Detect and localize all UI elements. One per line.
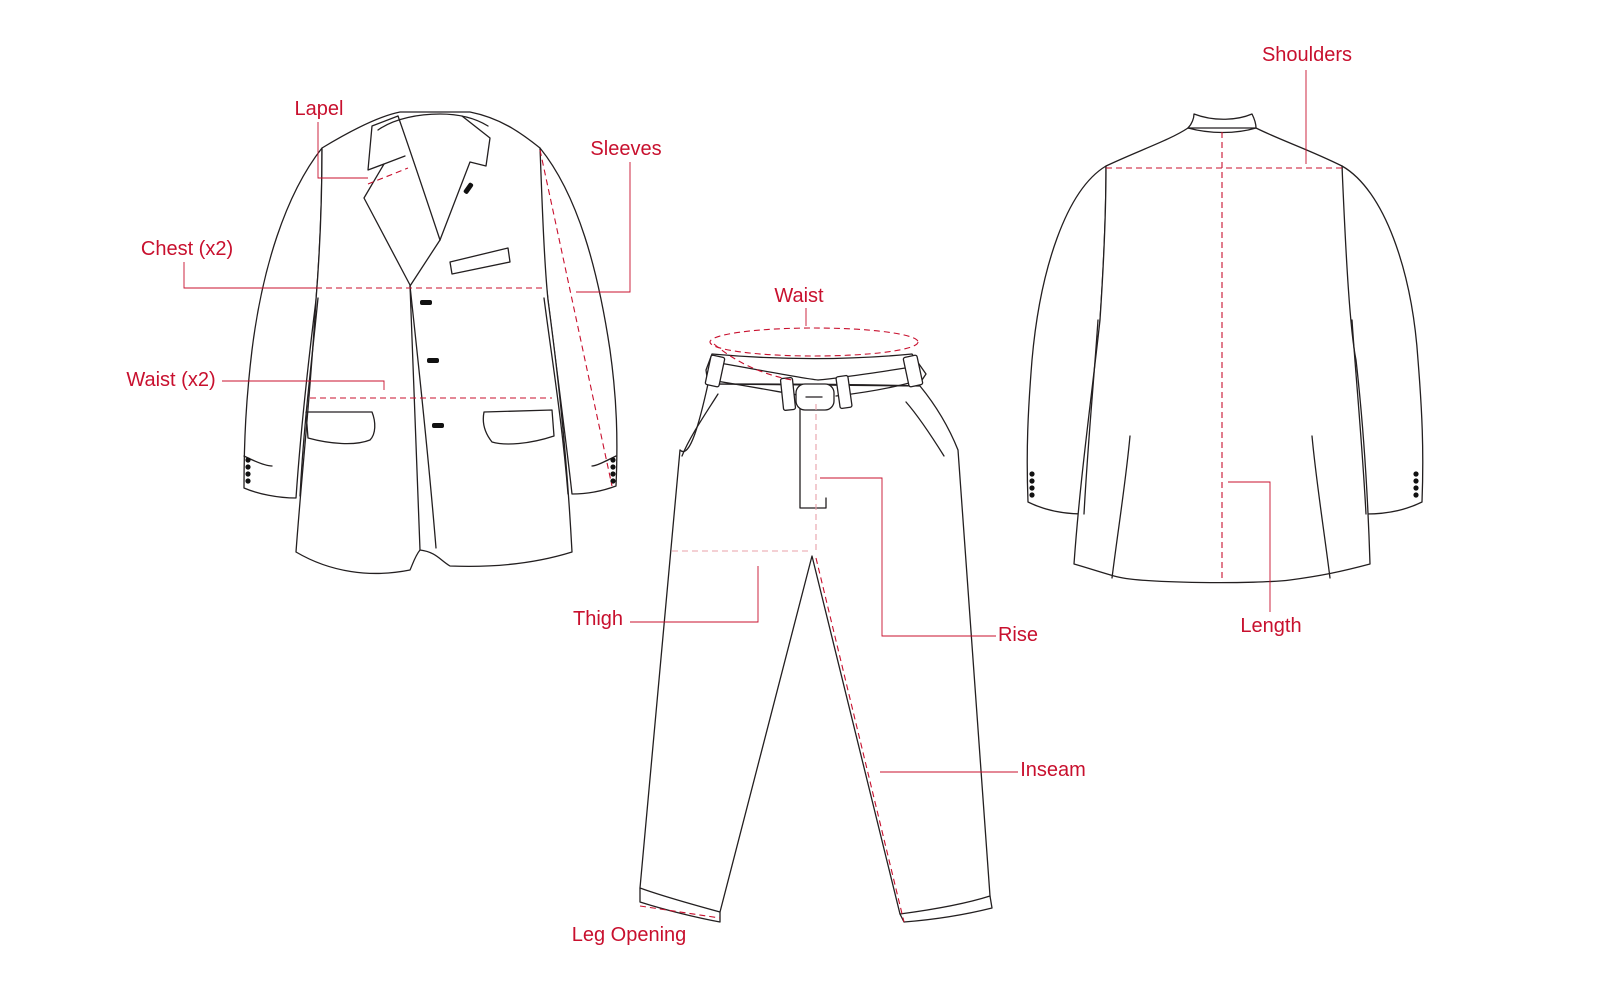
rise-leader bbox=[820, 477, 996, 637]
jacket-back-right-cuff-buttons bbox=[1413, 471, 1419, 498]
jacket-front bbox=[243, 111, 618, 575]
pants-belt-loop bbox=[704, 354, 726, 388]
pants-left-pocket bbox=[681, 393, 719, 457]
lapel-measure-line bbox=[367, 167, 409, 185]
jacket-front-left-pocket bbox=[305, 411, 376, 445]
jacket-left-cuff-buttons bbox=[245, 457, 251, 484]
lapel-leader bbox=[317, 122, 368, 179]
jacket-front-right-pocket bbox=[482, 409, 555, 445]
inseam-measure-line bbox=[815, 557, 905, 923]
jacket-back-left-cuff-buttons bbox=[1029, 471, 1035, 498]
rise-label: Rise bbox=[998, 624, 1038, 646]
pants-right-pocket bbox=[905, 401, 945, 457]
chest-label: Chest (x2) bbox=[141, 238, 233, 260]
pants bbox=[639, 353, 993, 923]
sleeves-leader bbox=[576, 162, 631, 293]
waist-pants-label: Waist bbox=[774, 285, 824, 307]
sleeves-label: Sleeves bbox=[590, 138, 661, 160]
chest-leader bbox=[183, 262, 316, 289]
jacket-button-2 bbox=[427, 358, 439, 363]
thigh-label: Thigh bbox=[573, 608, 623, 630]
jacket-front-collar bbox=[377, 113, 489, 131]
waist-pants-measure-line bbox=[709, 327, 919, 357]
jacket-back-right-vent bbox=[1311, 435, 1331, 579]
waist-jacket-leader bbox=[222, 380, 385, 390]
jacket-back bbox=[1026, 113, 1424, 584]
length-label: Length bbox=[1240, 615, 1301, 637]
jacket-right-cuff-buttons bbox=[610, 457, 616, 484]
leg-opening-label: Leg Opening bbox=[572, 924, 687, 946]
labels: Lapel Sleeves Chest (x2) Waist (x2) Wais… bbox=[126, 44, 1352, 946]
pants-left-cuff bbox=[639, 887, 721, 923]
inseam-label: Inseam bbox=[1020, 759, 1086, 781]
sleeves-measure-line bbox=[539, 149, 613, 487]
lapel-label: Lapel bbox=[295, 98, 344, 120]
pants-belt bbox=[713, 361, 919, 381]
jacket-button-3 bbox=[432, 423, 444, 428]
pants-legs bbox=[639, 383, 991, 915]
leg-opening-measure-line bbox=[639, 905, 721, 919]
jacket-back-left-vent bbox=[1111, 435, 1131, 579]
jacket-button-1 bbox=[420, 300, 432, 305]
jacket-buttonhole bbox=[463, 182, 474, 194]
waist-jacket-label: Waist (x2) bbox=[126, 369, 215, 391]
measurement-lines bbox=[183, 70, 1342, 923]
thigh-leader bbox=[630, 566, 759, 623]
pants-belt-loop bbox=[779, 377, 797, 411]
jacket-front-breast-pocket bbox=[449, 247, 511, 275]
pants-right-cuff bbox=[899, 895, 993, 923]
pants-belt-loop bbox=[835, 374, 853, 410]
length-leader bbox=[1228, 481, 1271, 612]
jacket-front-body bbox=[295, 111, 573, 575]
jacket-back-collar bbox=[1187, 113, 1257, 129]
pants-belt-loop bbox=[902, 354, 924, 388]
jacket-front-right-lapel bbox=[409, 115, 491, 287]
shoulders-label: Shoulders bbox=[1262, 44, 1352, 66]
pants-fly bbox=[799, 403, 827, 509]
